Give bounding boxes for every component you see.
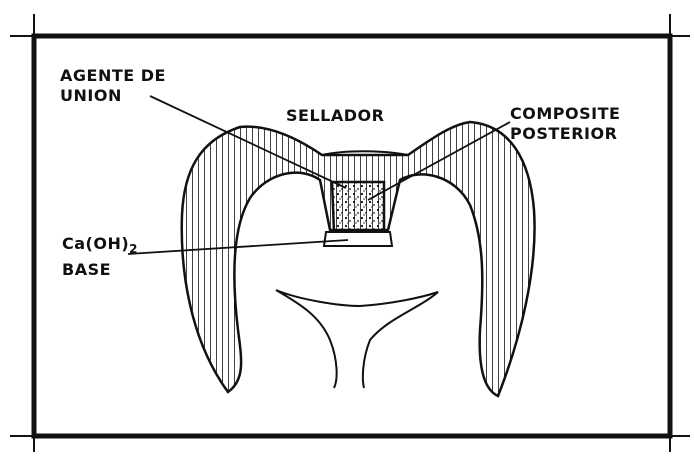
- composite-restoration: [332, 182, 384, 232]
- pulp-chamber: [276, 290, 438, 388]
- label-composite-line1: COMPOSITE: [510, 104, 620, 124]
- label-caoh2: Ca(OH)2: [62, 234, 138, 259]
- label-caoh2-main: Ca(OH): [62, 234, 129, 253]
- label-sellador: SELLADOR: [286, 106, 384, 126]
- label-agente-line1: AGENTE DE: [60, 66, 166, 86]
- label-composite-posterior: COMPOSITE POSTERIOR: [510, 104, 620, 144]
- enamel-layer: [182, 122, 535, 396]
- label-agente-line2: UNION: [60, 86, 166, 106]
- label-base: BASE: [62, 260, 111, 280]
- base-liner: [324, 232, 392, 246]
- label-agente-de-union: AGENTE DE UNION: [60, 66, 166, 106]
- label-composite-line2: POSTERIOR: [510, 124, 620, 144]
- label-caoh2-subscript: 2: [129, 242, 138, 256]
- leader-caoh2-base: [128, 240, 348, 254]
